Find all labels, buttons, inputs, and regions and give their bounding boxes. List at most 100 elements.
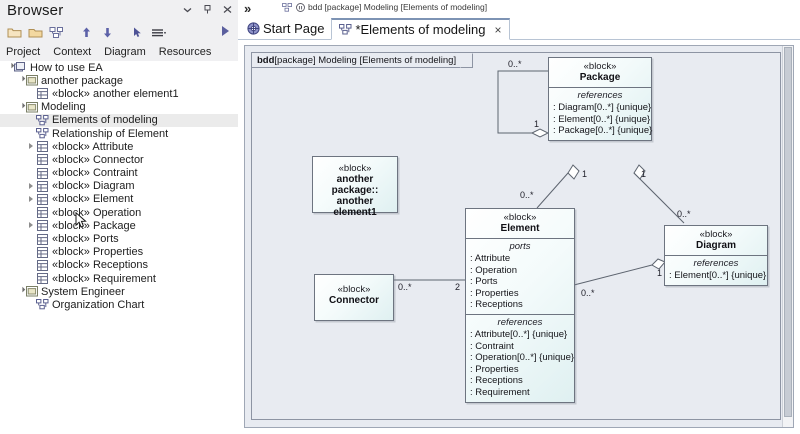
tree-twisty-open-icon[interactable] <box>16 103 25 112</box>
feature-item: : Properties <box>470 287 519 299</box>
open-folder-icon[interactable] <box>6 24 23 40</box>
block-another-element1[interactable]: «block» another package:: another elemen… <box>312 156 398 218</box>
block-another-element1-name-line2: another element1 <box>333 196 377 218</box>
tree-item[interactable]: «block» another element1 <box>0 87 238 100</box>
tree-twisty-placeholder <box>27 248 36 257</box>
expand-toolbar-arrow-icon[interactable] <box>222 26 229 36</box>
diagram-vertical-scrollbar[interactable] <box>782 46 793 427</box>
diagram-frame-prefix: bdd <box>257 55 275 66</box>
diagram-icon <box>282 2 292 12</box>
tree-item[interactable]: Relationship of Element <box>0 127 238 140</box>
diagram-icon <box>36 114 49 126</box>
block-another-element1-stereotype: «block» <box>338 163 372 174</box>
tree-item[interactable]: «block» Package <box>0 219 238 232</box>
multiplicity-package-element-one: 1 <box>582 169 588 179</box>
folder-icon[interactable] <box>27 24 44 40</box>
block-diagram-header: «block» Diagram <box>665 226 767 255</box>
tree-item[interactable]: «block» Diagram <box>0 180 238 193</box>
tree-item[interactable]: «block» Receptions <box>0 259 238 272</box>
tree-twisty-placeholder <box>27 129 36 138</box>
editor-tabstrip: Start Page *Elements of modeling × <box>238 16 800 40</box>
block-package[interactable]: «block» Package references : Diagram[0..… <box>548 57 652 141</box>
compartment-caption: ports <box>509 241 531 252</box>
tree-item-label: «block» Receptions <box>52 259 149 272</box>
tab-close-icon[interactable]: × <box>494 22 502 37</box>
tree-item[interactable]: How to use EA <box>0 61 238 74</box>
overflow-chevron-icon[interactable]: » <box>244 1 252 16</box>
connector-package-element <box>536 172 569 209</box>
block-another-element1-header: «block» another package:: another elemen… <box>313 157 397 222</box>
move-up-icon[interactable] <box>78 24 95 40</box>
pointer-icon[interactable] <box>129 24 146 40</box>
tree-twisty-closed-icon[interactable] <box>27 182 36 191</box>
tab-elements-of-modeling[interactable]: *Elements of modeling × <box>331 18 510 40</box>
tree-twisty-placeholder <box>27 89 36 98</box>
diagram-frame-text: [package] Modeling [Elements of modeling… <box>274 55 457 66</box>
tab-start-page[interactable]: Start Page <box>240 17 331 39</box>
tab-start-page-label: Start Page <box>263 20 325 36</box>
block-connector[interactable]: «block» Connector <box>314 274 394 321</box>
multiplicity-connector-element-two: 2 <box>455 282 461 292</box>
feature-item: : Attribute <box>470 253 511 264</box>
pin-icon[interactable] <box>202 4 213 15</box>
connector-package-self <box>497 70 548 134</box>
tree-item[interactable]: «block» Connector <box>0 153 238 166</box>
multiplicity-element-diagram-one: 1 <box>657 268 663 278</box>
tree-twisty-placeholder <box>27 300 36 309</box>
tree-twisty-open-icon[interactable] <box>16 287 25 296</box>
tree-item[interactable]: «block» Contraint <box>0 167 238 180</box>
block-icon <box>36 167 49 179</box>
tree-twisty-closed-icon[interactable] <box>27 221 36 230</box>
tree-item[interactable]: Elements of modeling <box>0 113 238 127</box>
browser-tabs: Project Context Diagram Resources <box>0 42 238 62</box>
tree-item[interactable]: System Engineer <box>0 285 238 298</box>
block-icon <box>36 207 49 219</box>
tree-item[interactable]: «block» Requirement <box>0 272 238 285</box>
chevron-down-icon[interactable] <box>182 4 193 15</box>
block-icon <box>36 259 49 271</box>
tree-item-label: «block» Package <box>52 219 136 232</box>
compartment-caption: references <box>497 316 543 328</box>
diagram-icon <box>36 128 49 140</box>
tree-twisty-open-icon[interactable] <box>5 63 14 72</box>
tree-twisty-closed-icon[interactable] <box>27 142 36 151</box>
tree-item[interactable]: Modeling <box>0 101 238 114</box>
diagram-icon[interactable] <box>48 24 65 40</box>
diagram-canvas[interactable]: bdd[package] Modeling [Elements of model… <box>244 45 794 428</box>
browser-tab-resources[interactable]: Resources <box>158 45 212 58</box>
diagram-editor: » bdd [package] Modeling [Elements of mo… <box>238 0 800 434</box>
aggregation-diamond-package-element <box>567 164 580 180</box>
scrollbar-thumb[interactable] <box>784 47 792 417</box>
connector-element-diagram <box>573 264 653 286</box>
block-connector-name: Connector <box>329 295 379 306</box>
tree-twisty-closed-icon[interactable] <box>27 195 36 204</box>
block-element-name: Element <box>500 223 540 234</box>
tree-item[interactable]: «block» Properties <box>0 246 238 259</box>
block-element[interactable]: «block» Element ports : Attribute : Oper… <box>465 208 575 403</box>
block-diagram-references-compartment: references : Element[0..*] {unique} <box>665 255 767 285</box>
block-icon <box>36 141 49 153</box>
tree-item[interactable]: «block» Operation <box>0 206 238 219</box>
tree-item[interactable]: Organization Chart <box>0 298 238 311</box>
block-diagram[interactable]: «block» Diagram references : Element[0..… <box>664 225 768 286</box>
tree-item[interactable]: «block» Element <box>0 193 238 206</box>
block-icon <box>36 246 49 258</box>
browser-tab-project[interactable]: Project <box>6 45 41 58</box>
tree-item[interactable]: another package <box>0 74 238 87</box>
tree-item[interactable]: «block» Attribute <box>0 140 238 153</box>
move-down-icon[interactable] <box>99 24 116 40</box>
feature-item: : Diagram[0..*] {unique} <box>553 102 652 113</box>
tree-twisty-open-icon[interactable] <box>16 76 25 85</box>
tab-elements-of-modeling-label: *Elements of modeling <box>355 22 486 37</box>
menu-icon[interactable] <box>150 24 167 40</box>
browser-tab-diagram[interactable]: Diagram <box>104 45 146 58</box>
tree-item[interactable]: «block» Ports <box>0 232 238 245</box>
tree-twisty-placeholder <box>27 261 36 270</box>
browser-tab-context[interactable]: Context <box>53 45 92 58</box>
diagram-icon <box>339 24 352 35</box>
close-icon[interactable] <box>222 4 233 15</box>
block-element-header: «block» Element <box>466 209 574 238</box>
block-diagram-name: Diagram <box>695 240 736 251</box>
block-icon <box>36 220 49 232</box>
